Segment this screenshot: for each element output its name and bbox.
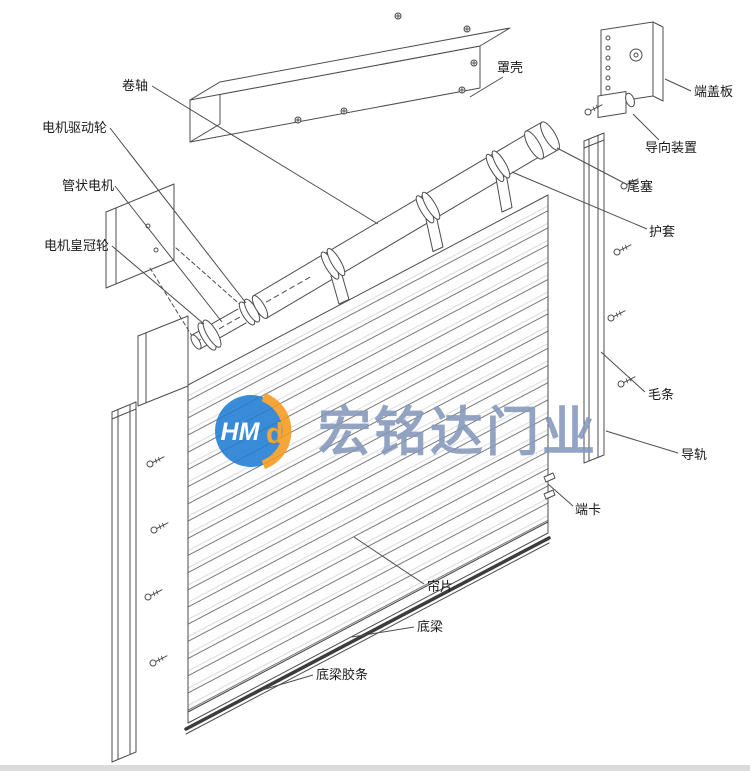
leader-line (605, 430, 679, 454)
mounting-bracket (105, 183, 245, 407)
label-text: 电机驱动轮 (42, 120, 107, 135)
leader-line (600, 351, 646, 393)
label-brush-strip: 毛条 (600, 351, 674, 402)
leader-line (114, 185, 223, 323)
screw-icon (458, 86, 466, 94)
leader-line (556, 147, 627, 185)
leader-line (111, 245, 205, 325)
end-cover-plate-part (600, 21, 664, 105)
label-text: 护套 (649, 224, 675, 239)
leader-line (353, 536, 425, 585)
label-guide-rail: 导轨 (605, 430, 707, 462)
leader-line (151, 85, 379, 225)
label-bottom-beam: 底梁 (351, 619, 443, 638)
leader-line (469, 76, 504, 98)
leader-line (511, 171, 648, 230)
tail-plug-part (524, 121, 560, 160)
brand-logo-swoosh (261, 392, 292, 470)
label-bottom-beam-rubber: 底梁胶条 (261, 667, 368, 691)
label-text: 端盖板 (694, 84, 733, 99)
guide-device-part (584, 91, 635, 118)
callout-labels: 卷轴 电机驱动轮 管状电机 电机皇冠轮 罩壳 端盖板 导向装置 尾塞 (42, 60, 733, 691)
label-text: 尾塞 (627, 179, 653, 194)
brand-logo-text-d: d (266, 418, 284, 450)
label-end-clip: 端卡 (547, 483, 601, 517)
label-text: 帘片 (427, 579, 453, 594)
label-tail-plug: 尾塞 (556, 147, 653, 194)
label-text: 导轨 (681, 447, 707, 462)
leader-line (664, 78, 692, 92)
protective-sleeve-rings (320, 150, 511, 280)
bottom-edge-strip (0, 765, 750, 771)
leader-line (109, 127, 247, 304)
brand-name-text: 宏铭达门业 (318, 403, 598, 462)
label-cover-shell: 罩壳 (469, 60, 523, 98)
label-text: 端卡 (575, 502, 601, 517)
label-curtain-slat: 帘片 (353, 536, 453, 594)
roller-tube-part (251, 134, 540, 319)
brand-logo (215, 395, 287, 467)
bottom-beam-part (184, 521, 551, 735)
label-tubular-motor: 管状电机 (62, 178, 223, 323)
screw-icon (463, 25, 471, 33)
roller-shaft-assembly (190, 121, 560, 351)
brand-logo-text: HM (221, 418, 261, 446)
tubular-motor-part (190, 298, 261, 351)
label-text: 毛条 (648, 387, 674, 402)
bottom-rubber-strip (184, 536, 551, 731)
left-guide-rail (111, 401, 137, 763)
label-text: 卷轴 (122, 78, 148, 93)
label-roller-shaft: 卷轴 (122, 78, 379, 225)
leader-line (261, 674, 314, 691)
leader-line (351, 626, 415, 638)
label-motor-crown-wheel: 电机皇冠轮 (44, 238, 205, 325)
screw-icon (470, 59, 478, 67)
label-text: 电机皇冠轮 (44, 238, 109, 253)
screw-icon (340, 107, 348, 115)
label-text: 导向装置 (645, 140, 697, 155)
screw-icon (294, 116, 302, 124)
cover-shell-part (189, 12, 511, 143)
label-end-cover-plate: 端盖板 (664, 78, 733, 99)
label-motor-drive-wheel: 电机驱动轮 (42, 120, 247, 304)
label-text: 底梁胶条 (316, 667, 368, 682)
label-protective-sleeve: 护套 (511, 171, 675, 239)
right-guide-rail (583, 132, 605, 464)
leader-line (632, 113, 660, 141)
label-text: 底梁 (417, 619, 443, 634)
leader-line (547, 483, 574, 507)
label-guide-device: 导向装置 (632, 113, 697, 155)
watermark: HM d 宏铭达门业 (215, 392, 598, 470)
label-text: 管状电机 (62, 178, 114, 193)
label-text: 罩壳 (497, 60, 523, 75)
end-clip-part (543, 472, 556, 500)
screw-icon (394, 12, 402, 20)
